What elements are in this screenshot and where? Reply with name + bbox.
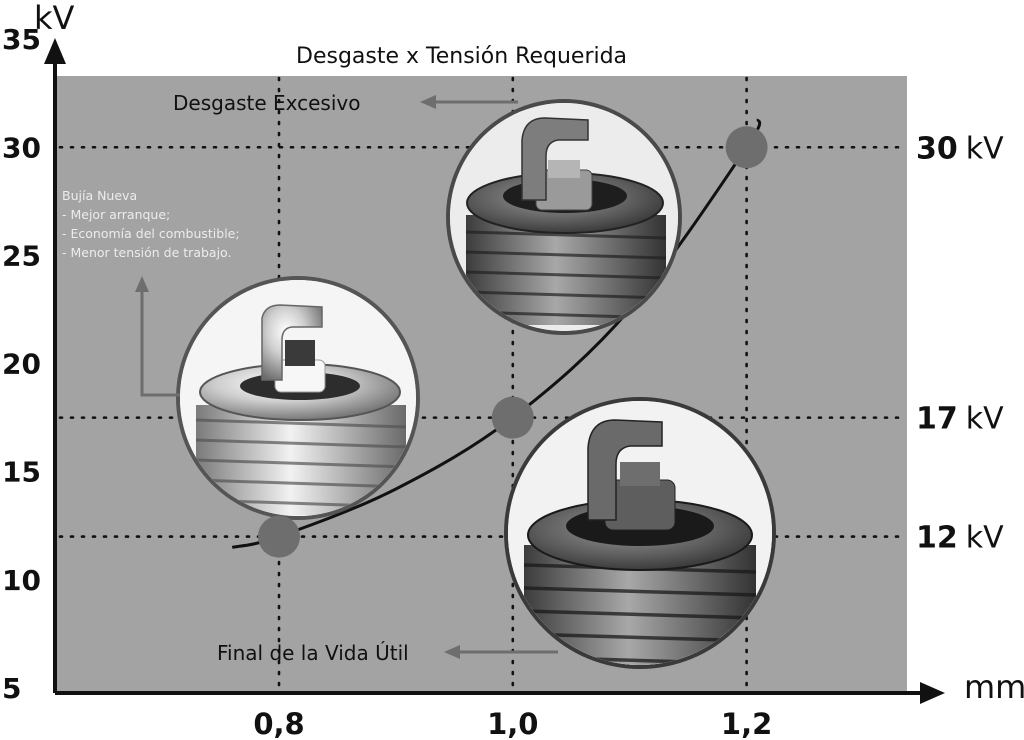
- value-label-number: 17: [916, 402, 958, 437]
- data-point-marker: [725, 126, 768, 169]
- arrow-excessive-wear: [420, 95, 518, 109]
- value-label-unit: kV: [966, 521, 1004, 556]
- y-tick-label: 20: [2, 348, 41, 381]
- new-plug-note-title: Bujía Nueva: [62, 188, 137, 203]
- value-label-unit: kV: [966, 402, 1004, 437]
- x-tick-labels: 0,8 1,0 1,2: [253, 707, 772, 740]
- annotation-excessive-wear: Desgaste Excesivo: [173, 91, 360, 115]
- chart-title: Desgaste x Tensión Requerida: [296, 44, 627, 69]
- data-points: [258, 126, 768, 558]
- spark-plug-worn-image: [446, 99, 682, 335]
- new-plug-note-line: - Menor tensión de trabajo.: [62, 245, 231, 260]
- x-tick-label: 0,8: [253, 707, 304, 740]
- data-point-marker: [491, 396, 534, 439]
- y-axis-label: kV: [34, 0, 75, 37]
- y-tick-label: 15: [2, 456, 41, 489]
- x-tick-label: 1,0: [487, 707, 538, 740]
- arrow-new-plug: [135, 276, 180, 397]
- annotation-end-of-life: Final de la Vida Útil: [217, 641, 409, 665]
- y-tick-label: 25: [2, 239, 41, 272]
- y-tick-label: 5: [2, 672, 21, 705]
- value-label-number: 30: [916, 131, 958, 166]
- y-tick-label: 30: [2, 131, 41, 164]
- x-tick-label: 1,2: [721, 707, 772, 740]
- new-plug-note-line: - Mejor arranque;: [62, 207, 170, 222]
- arrow-end-of-life: [444, 645, 558, 659]
- spark-plug-end-of-life-image: [504, 397, 776, 669]
- value-label-number: 12: [916, 521, 958, 556]
- spark-plug-new-image: [176, 276, 420, 520]
- new-plug-note-line: - Economía del combustible;: [62, 226, 240, 241]
- data-point-marker: [258, 515, 300, 558]
- x-axis-label: mm: [964, 668, 1024, 706]
- y-tick-labels: 5 10 15 20 25 30 35: [2, 23, 41, 705]
- value-label-unit: kV: [966, 131, 1004, 166]
- y-tick-label: 35: [2, 23, 41, 56]
- y-tick-label: 10: [2, 564, 41, 597]
- axes: [44, 38, 945, 704]
